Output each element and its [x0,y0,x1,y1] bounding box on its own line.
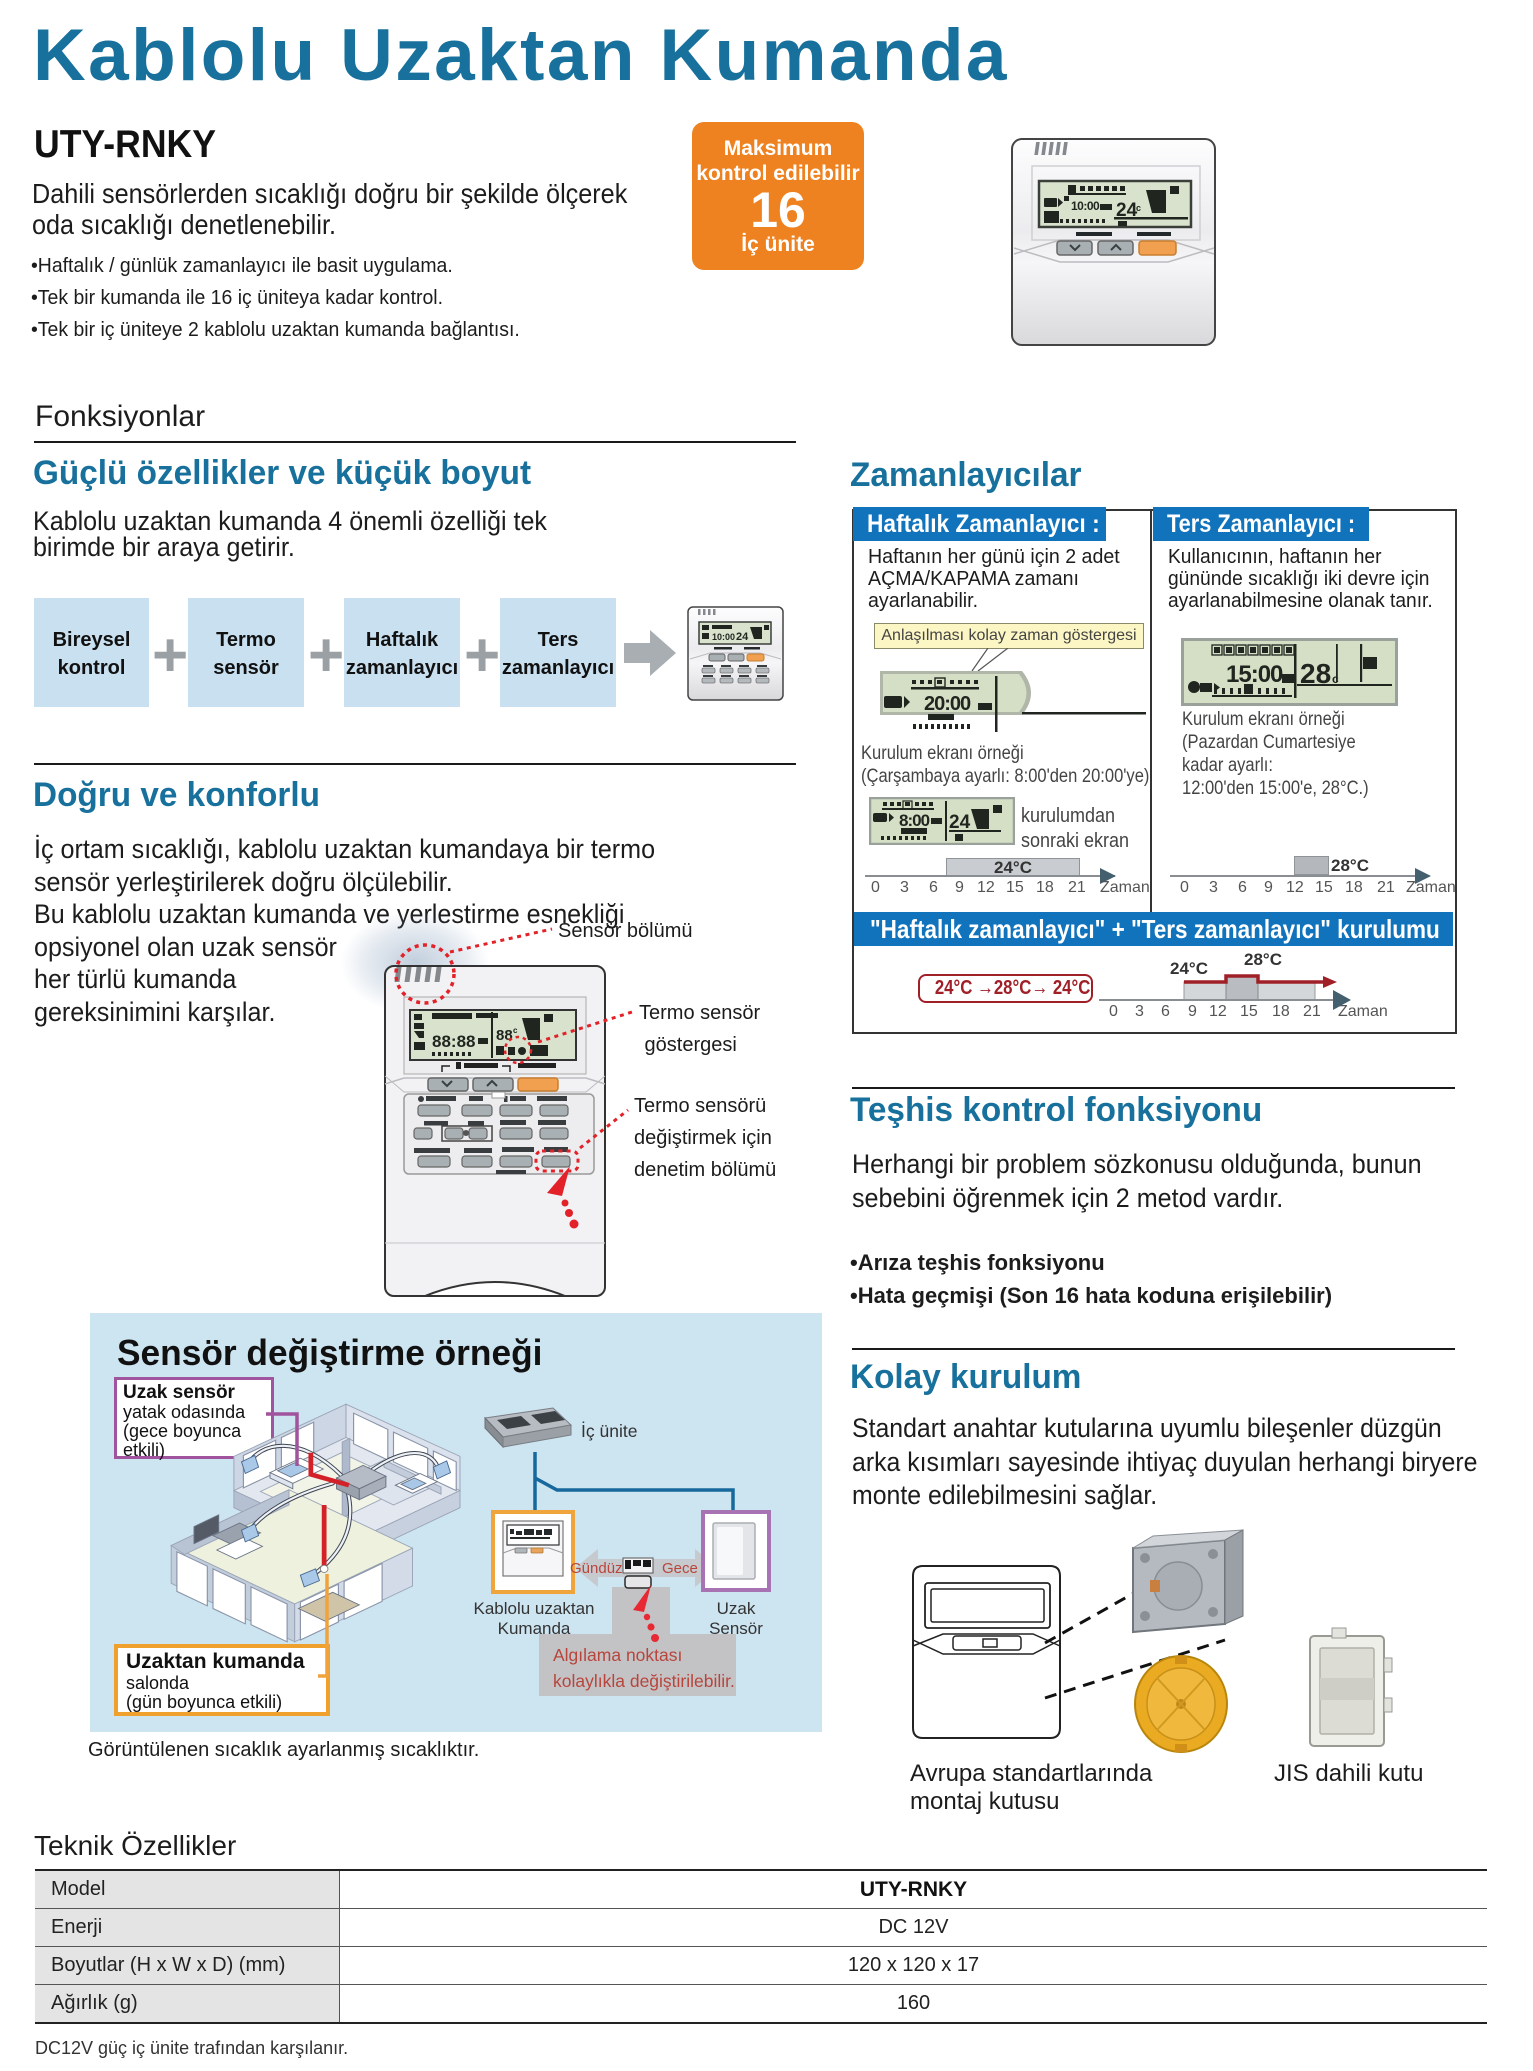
svg-text:10:00: 10:00 [1071,199,1100,213]
svg-text:24: 24 [949,812,971,833]
svg-text:c: c [1332,672,1339,686]
svg-text:8:00: 8:00 [899,811,930,830]
svg-text:20:00: 20:00 [924,693,971,715]
svg-text:24: 24 [736,631,749,643]
svg-text:88: 88 [496,1027,513,1044]
svg-text:c: c [513,1026,518,1035]
svg-text:28: 28 [1300,658,1331,689]
svg-text:88:88: 88:88 [432,1032,475,1051]
svg-text:24: 24 [1116,200,1138,221]
svg-text:c: c [1136,203,1141,213]
svg-text:10:00: 10:00 [712,632,735,642]
svg-text:15:00: 15:00 [1226,661,1283,688]
